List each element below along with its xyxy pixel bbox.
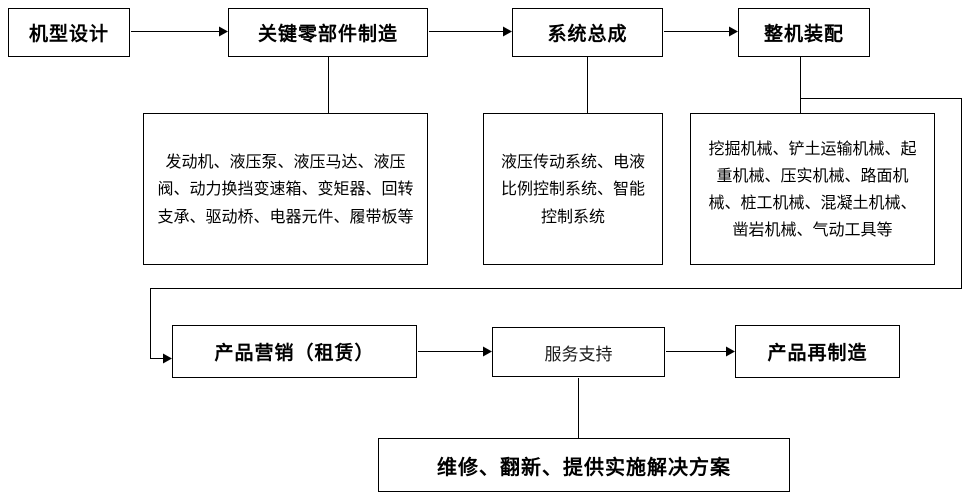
- arrowhead-icon: [726, 346, 735, 357]
- node-product-marketing-leasing: 产品营销（租赁）: [172, 325, 417, 378]
- node-service-support: 服务支持: [492, 327, 665, 377]
- arrowhead-icon: [483, 346, 492, 357]
- arrowhead-icon: [163, 353, 172, 364]
- node-service-solutions: 维修、翻新、提供实施解决方案: [378, 438, 790, 492]
- detail-systems-list: 液压传动系统、电液比例控制系统、智能控制系统: [483, 113, 663, 265]
- detail-machines-list: 挖掘机械、铲土运输机械、起重机械、压实机械、路面机械、桩工机械、混凝土机械、凿岩…: [690, 113, 935, 265]
- node-key-components-manufacturing: 关键零部件制造: [228, 8, 428, 57]
- arrowhead-icon: [729, 26, 738, 37]
- node-product-remanufacturing: 产品再制造: [735, 325, 900, 378]
- arrowhead-icon: [503, 26, 512, 37]
- node-machine-assembly: 整机装配: [738, 8, 870, 57]
- detail-components-list: 发动机、液压泵、液压马达、液压阀、动力换挡变速箱、变矩器、回转支承、驱动桥、电器…: [143, 113, 428, 265]
- node-system-assembly: 系统总成: [512, 8, 663, 57]
- arrowhead-icon: [219, 26, 228, 37]
- node-model-design: 机型设计: [8, 8, 130, 57]
